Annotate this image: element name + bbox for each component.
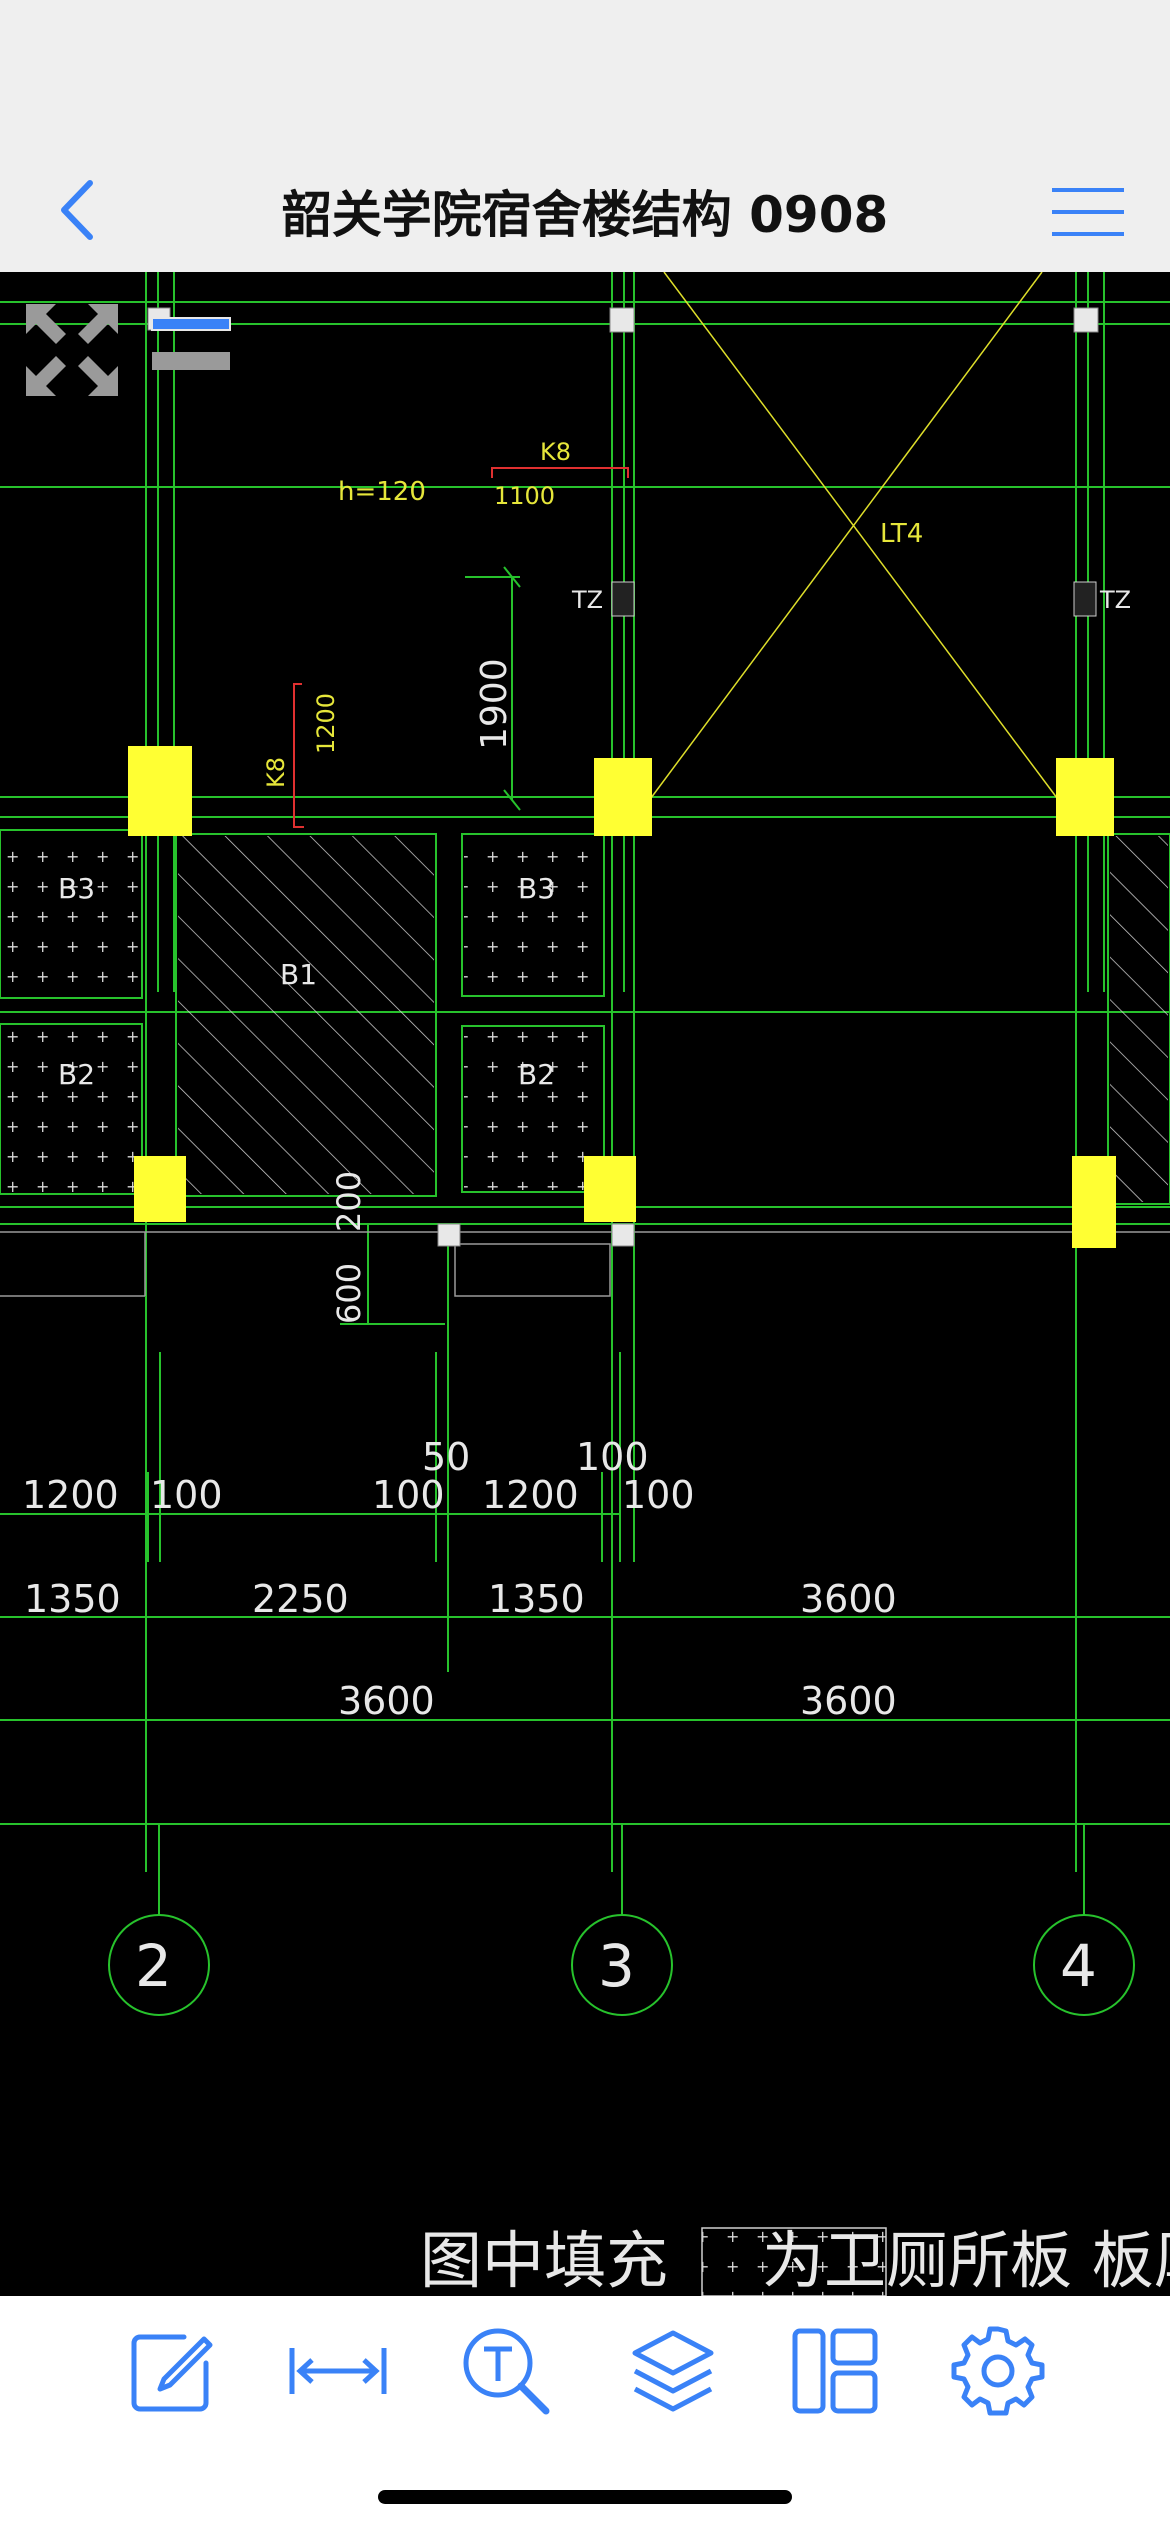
dim-label: 100 — [150, 1473, 223, 1517]
legend-desc: 为卫厕所板 板厚1 — [762, 2224, 1170, 2296]
measure-button[interactable] — [282, 2318, 394, 2424]
layers-icon — [632, 2330, 714, 2412]
dim-label: 2250 — [252, 1577, 349, 1621]
back-button[interactable] — [36, 170, 116, 250]
layers-button[interactable] — [617, 2318, 729, 2424]
grid-lines — [0, 272, 1170, 2016]
text-search-button[interactable] — [450, 2318, 562, 2424]
slab-b3-left-label: B3 — [58, 872, 95, 905]
slab-b3-right-label: B3 — [518, 872, 555, 905]
slab-b2-left-fill — [2, 1026, 140, 1192]
stair-lt4 — [647, 272, 1061, 803]
dim-label: 3600 — [800, 1679, 897, 1723]
dim-label: 3600 — [800, 1577, 897, 1621]
slab-b2-left-label: B2 — [58, 1058, 95, 1091]
slab-b2-right-fill — [464, 1028, 602, 1190]
dim-label: 1350 — [488, 1577, 585, 1621]
beam-k8-dims — [293, 467, 629, 828]
measure-arrow-icon — [289, 2348, 387, 2394]
layer-toggle-button[interactable] — [150, 312, 234, 382]
column — [134, 1156, 186, 1222]
axis-label-2: 2 — [135, 1932, 172, 2000]
edit-button[interactable] — [116, 2318, 228, 2424]
slab-b1-hatch — [178, 836, 434, 1194]
dim-label: 3600 — [338, 1679, 435, 1723]
legend-text: 图中填充 — [420, 2224, 668, 2296]
column — [128, 746, 192, 836]
layout-button[interactable] — [779, 2318, 891, 2424]
beam-k8-side-label: K8 — [262, 757, 290, 788]
axis-label-4: 4 — [1060, 1932, 1097, 2000]
dim-label: 1200 — [22, 1473, 119, 1517]
axis-label-3: 3 — [598, 1932, 635, 2000]
slab-b3-left-fill — [2, 832, 140, 996]
dim-1100-label: 1100 — [494, 482, 555, 510]
dim-1200-vert-label: 1200 — [312, 693, 340, 754]
page-title: 韶关学院宿舍楼结构 0908 — [281, 186, 889, 244]
layout-panels-icon — [792, 2328, 878, 2414]
dim-label: 1350 — [24, 1577, 121, 1621]
dim-1900-label: 1900 — [474, 658, 515, 750]
column — [594, 758, 652, 836]
chevron-left-icon — [61, 180, 93, 240]
column — [1072, 1156, 1116, 1248]
edit-pencil-icon — [131, 2334, 213, 2412]
slab-thickness-label: h=120 — [338, 477, 426, 507]
columns — [128, 746, 1116, 1248]
status-bar — [0, 0, 1170, 150]
dim-600-label: 600 — [330, 1263, 368, 1324]
cad-drawing-canvas[interactable]: + — [0, 272, 1170, 2296]
gear-icon — [951, 2326, 1045, 2416]
slab-right-hatch — [1110, 836, 1168, 1202]
beam-k8-label: K8 — [540, 438, 571, 466]
settings-button[interactable] — [942, 2318, 1054, 2424]
tz-right-label: TZ — [1099, 586, 1131, 614]
tz-left-label: TZ — [571, 586, 603, 614]
column — [584, 1156, 636, 1222]
nav-bar: 韶关学院宿舍楼结构 0908 — [0, 150, 1170, 273]
fullscreen-button[interactable] — [22, 300, 122, 400]
dim-label: 1200 — [482, 1473, 579, 1517]
layer-bars-icon — [151, 317, 231, 370]
slab-b2-right-label: B2 — [518, 1058, 555, 1091]
text-search-icon — [463, 2328, 550, 2415]
dim-50-label: 50 — [422, 1435, 470, 1479]
dim-200-label: 200 — [330, 1171, 368, 1232]
legend-swatch — [701, 2227, 887, 2296]
slab-b1-label: B1 — [280, 958, 317, 991]
slab-b3-right-fill — [464, 836, 602, 994]
dim-100-label: 100 — [576, 1435, 649, 1479]
hamburger-menu-icon — [1052, 188, 1124, 236]
home-indicator[interactable] — [378, 2490, 792, 2504]
menu-button[interactable] — [1046, 172, 1130, 252]
cad-drawing: + — [0, 272, 1170, 2296]
dim-label: 100 — [372, 1473, 445, 1517]
dim-label: 100 — [622, 1473, 695, 1517]
expand-arrows-icon — [26, 304, 118, 396]
beam-lt4-label: LT4 — [880, 519, 923, 549]
column — [1056, 758, 1114, 836]
